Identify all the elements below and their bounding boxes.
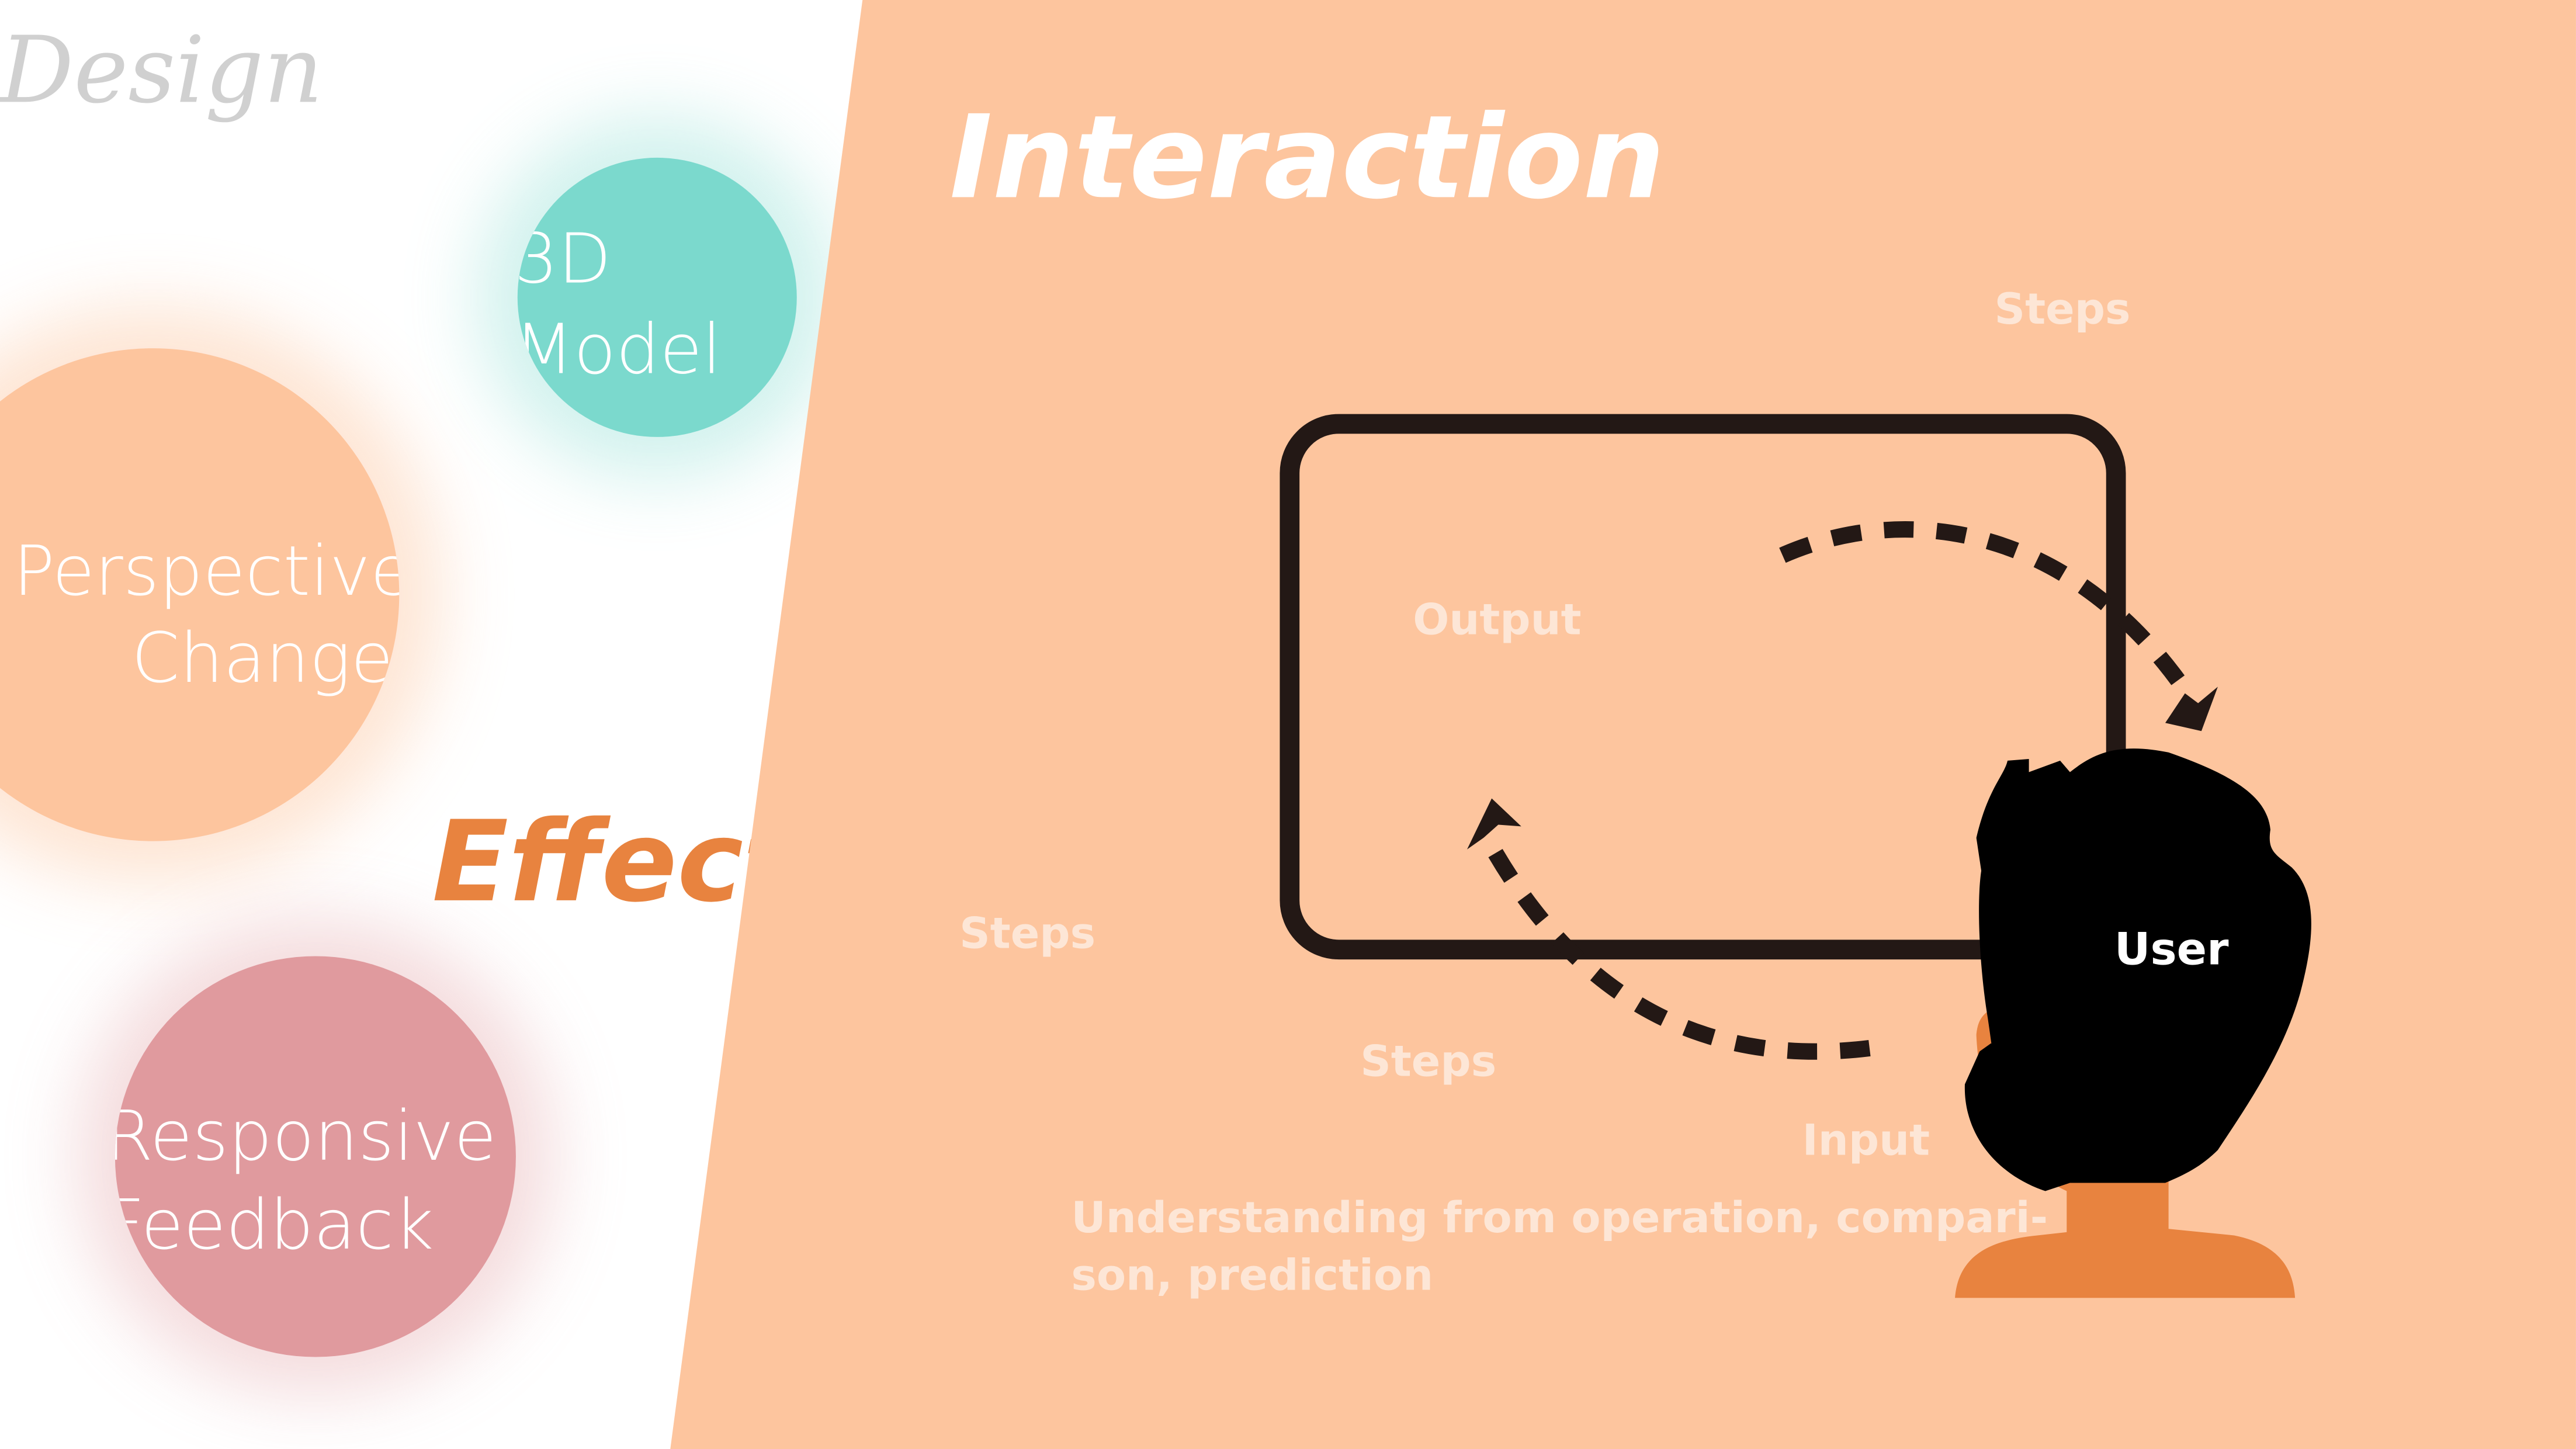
label-input: Input	[1802, 1116, 1930, 1166]
circle-text: Change	[131, 618, 393, 698]
label-steps-bottom: Steps	[1360, 1037, 1496, 1087]
caption-line-2: son, prediction	[1071, 1250, 1433, 1300]
circle-text: Feedback	[105, 1184, 434, 1265]
circle-responsive-feedback: Responsive Feedback	[105, 956, 516, 1357]
screen-frame	[1280, 414, 2126, 960]
arrowhead-icon	[1466, 798, 1521, 850]
interaction-title: Interaction	[949, 91, 1665, 224]
circle-text: Responsive	[105, 1096, 497, 1176]
circle-3d-model: 3D Model	[514, 157, 797, 437]
circle-text: Model	[514, 308, 722, 389]
label-output: Output	[1413, 595, 1581, 644]
effect-title: Effect	[432, 798, 801, 927]
input-arrow	[1466, 798, 1871, 1060]
label-steps-top: Steps	[1995, 285, 2131, 334]
arrowhead-icon	[2165, 687, 2218, 732]
design-script-title: Design	[0, 17, 323, 124]
caption-line-1: Understanding from operation, compari-	[1071, 1193, 2048, 1243]
circle-text: Perspective	[13, 531, 413, 611]
circle-perspective-change: Perspective Change	[0, 348, 413, 841]
user-figure-icon: User	[1955, 748, 2311, 1298]
output-arrow	[1779, 521, 2218, 732]
user-label: User	[2114, 924, 2229, 975]
label-steps-left: Steps	[959, 909, 1095, 958]
